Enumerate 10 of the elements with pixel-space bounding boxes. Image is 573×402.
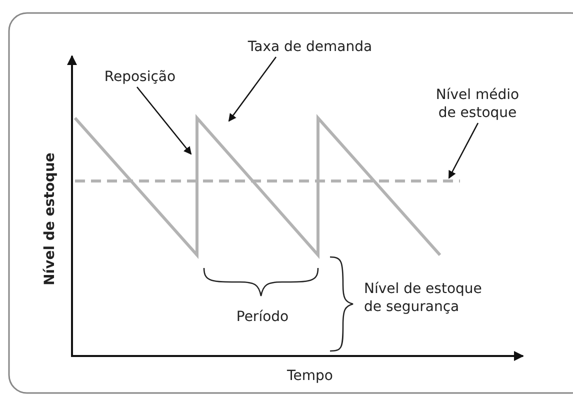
axis-title: Nível de estoque [41,152,59,288]
annotation-text: Período [235,308,290,326]
leader-line [136,86,192,155]
callout-text: Reposição [100,68,180,86]
leader-line [448,122,479,179]
leader-line [228,56,277,122]
annotation-text: Nível de estoque de segurança [364,280,483,316]
callout-text: Nível médio de estoque [430,86,525,122]
axis-title: Tempo [286,367,334,385]
callout-text: Taxa de demanda [240,38,380,56]
